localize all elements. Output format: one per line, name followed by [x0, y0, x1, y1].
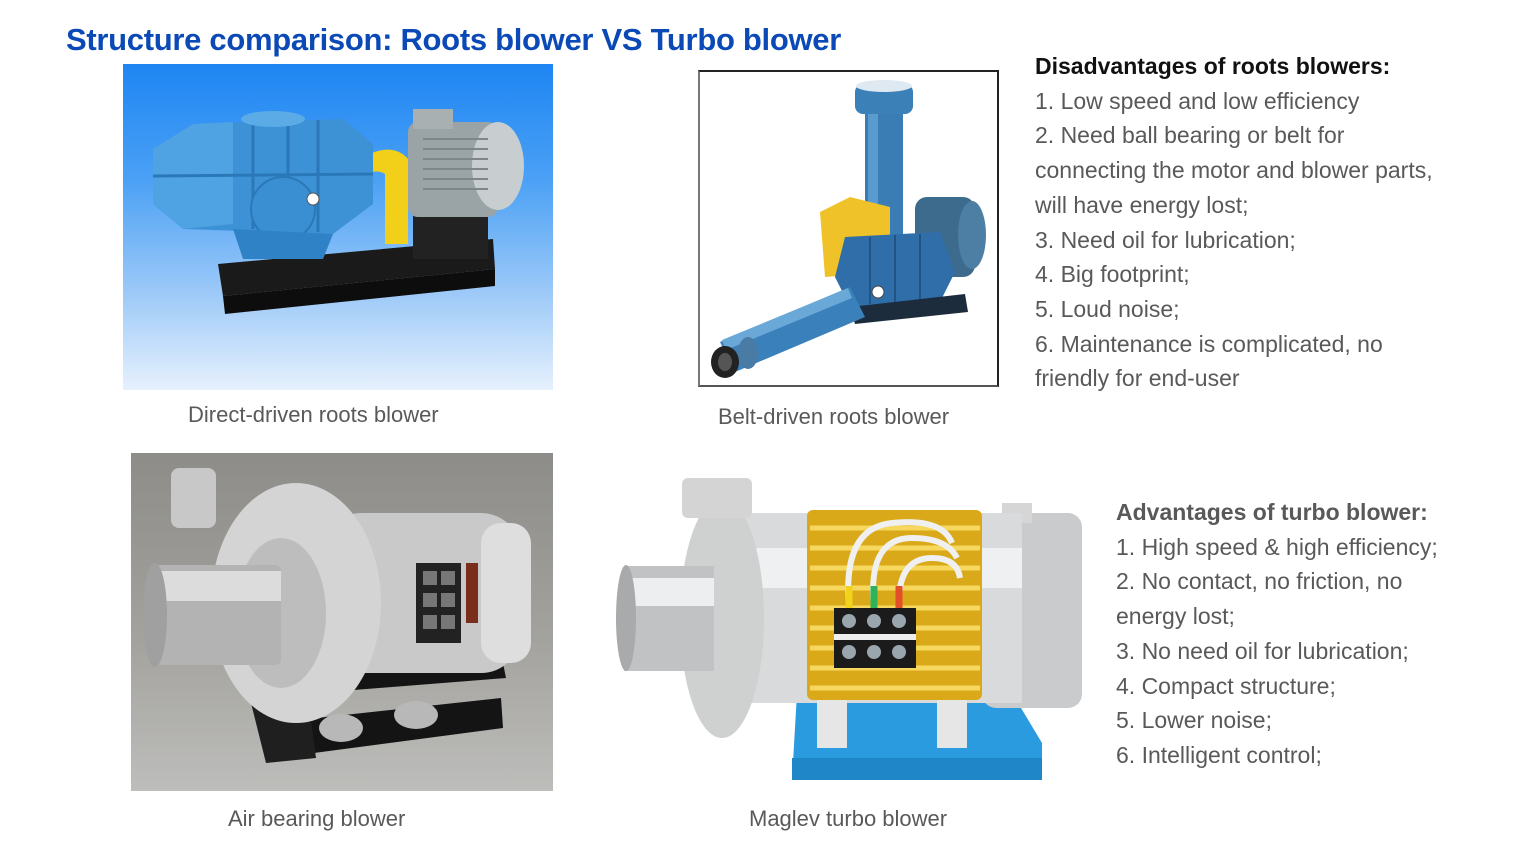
belt-driven-caption: Belt-driven roots blower	[718, 404, 950, 429]
disadvantage-line: 2. Need ball bearing or belt for	[1035, 122, 1345, 149]
disadvantage-line: will have energy lost;	[1035, 191, 1249, 218]
disadvantage-line: 5. Loud noise;	[1035, 295, 1180, 322]
maglev-blower-illustration	[616, 478, 1082, 780]
advantages-heading: Advantages of turbo blower:	[1116, 499, 1428, 525]
direct-driven-caption: Direct-driven roots blower	[188, 402, 439, 427]
advantage-line: 3. No need oil for lubrication;	[1116, 637, 1409, 664]
disadvantages-heading: Disadvantages of roots blowers:	[1035, 53, 1391, 79]
advantage-line: 1. High speed & high efficiency;	[1116, 533, 1438, 560]
direct-driven-roots-blower-image	[123, 64, 553, 390]
air-bearing-caption: Air bearing blower	[228, 806, 406, 831]
roots-blower-illustration	[152, 109, 524, 314]
advantage-line: 5. Lower noise;	[1116, 707, 1272, 734]
advantage-line: 6. Intelligent control;	[1116, 741, 1322, 768]
roots-disadvantages-list: Disadvantages of roots blowers: 1. Low s…	[1035, 49, 1433, 396]
disadvantage-line: friendly for end-user	[1035, 365, 1240, 392]
disadvantage-line: 4. Big footprint;	[1035, 261, 1190, 288]
slide-title: Structure comparison: Roots blower VS Tu…	[66, 22, 842, 57]
disadvantage-line: 3. Need oil for lubrication;	[1035, 226, 1296, 253]
air-bearing-blower-image	[131, 453, 553, 791]
advantage-line: energy lost;	[1116, 603, 1235, 630]
belt-driven-roots-blower-image	[698, 70, 999, 387]
belt-driven-blower-illustration	[711, 80, 986, 378]
advantage-line: 4. Compact structure;	[1116, 672, 1336, 699]
advantage-line: 2. No contact, no friction, no	[1116, 568, 1403, 595]
turbo-advantages-list: Advantages of turbo blower: 1. High spee…	[1116, 495, 1438, 773]
maglev-turbo-blower-image	[612, 468, 1090, 780]
disadvantage-line: 6. Maintenance is complicated, no	[1035, 330, 1383, 357]
disadvantage-line: connecting the motor and blower parts,	[1035, 157, 1433, 184]
maglev-caption: Maglev turbo blower	[749, 806, 948, 831]
disadvantage-line: 1. Low speed and low efficiency	[1035, 87, 1360, 114]
air-bearing-blower-illustration	[143, 468, 531, 763]
